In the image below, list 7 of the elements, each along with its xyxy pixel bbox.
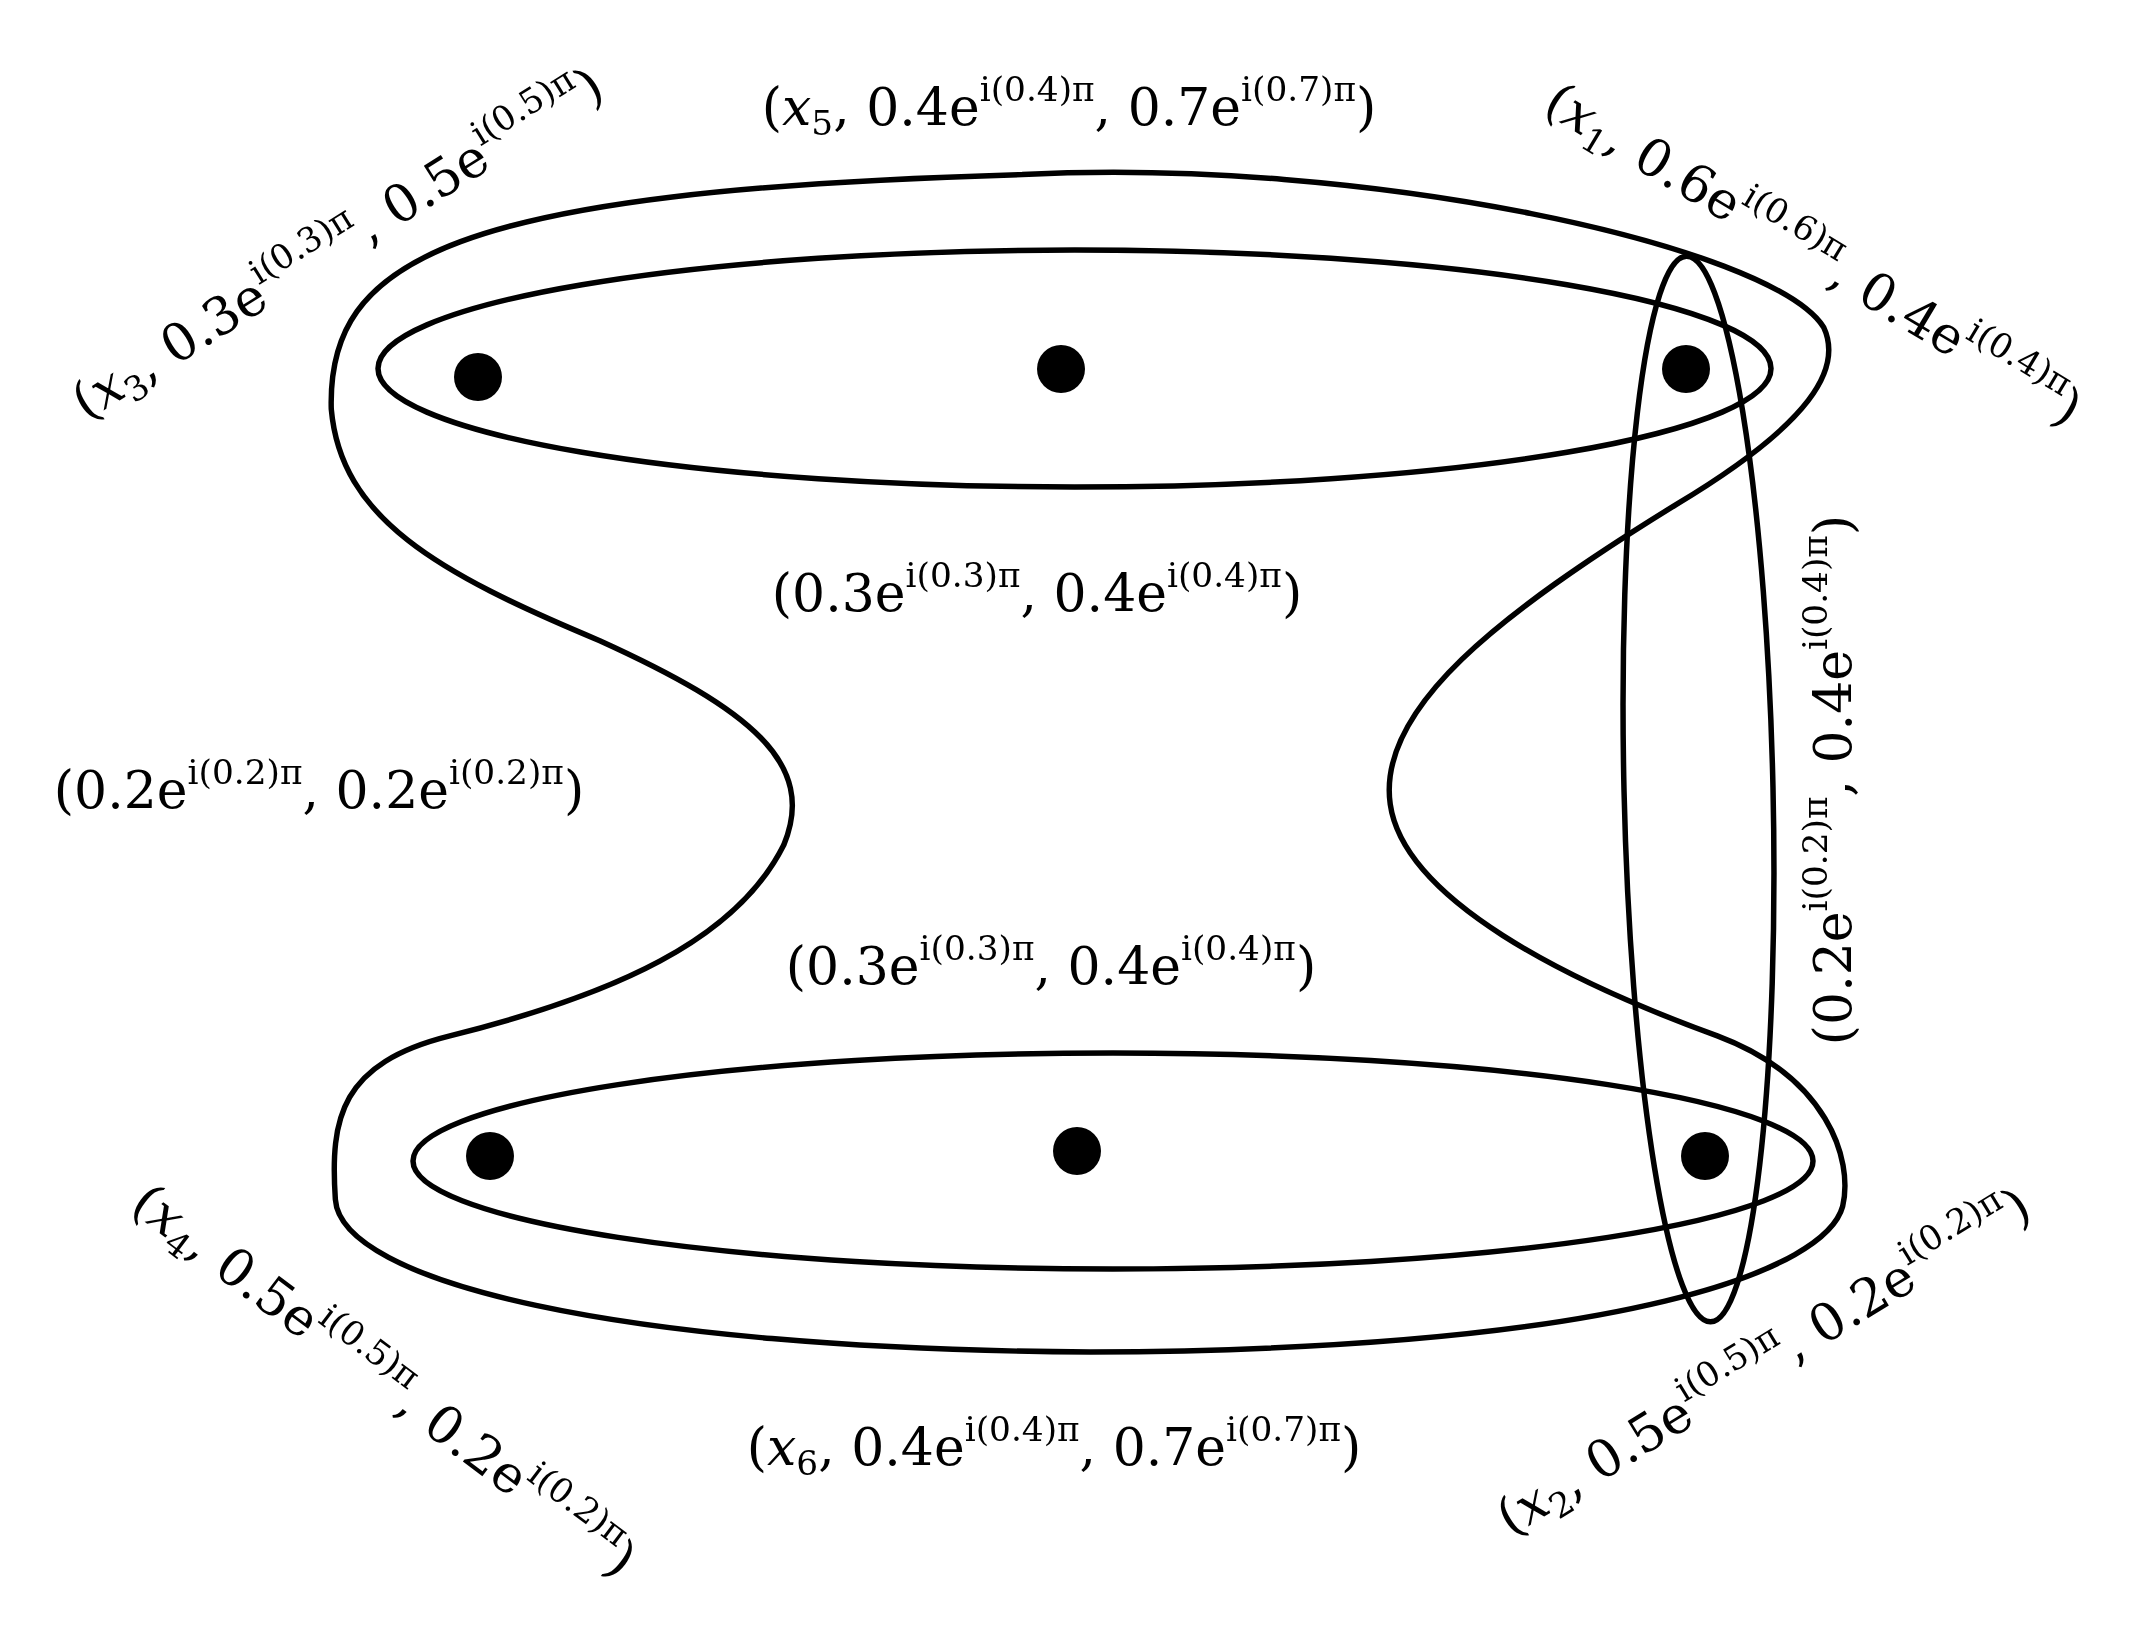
vertex-label: (x$_{6}$, 0.4e$^{i(0.4)π}$, 0.7e$^{i(0.7)π}$)	[745, 1407, 1363, 1485]
hyperedge-label: (0.2e$^{i(0.2)π}$, 0.2e$^{i(0.2)π}$)	[52, 750, 586, 822]
hyperedge-label: (0.3e$^{i(0.3)π}$, 0.4e$^{i(0.4)π}$)	[770, 553, 1304, 625]
vertex-dot	[1681, 1132, 1729, 1180]
hyperedge-label: (0.3e$^{i(0.3)π}$, 0.4e$^{i(0.4)π}$)	[784, 926, 1318, 998]
vertex-dot	[1662, 345, 1710, 393]
vertex-label: (x$_{5}$, 0.4e$^{i(0.4)π}$, 0.7e$^{i(0.7)π}$)	[760, 67, 1378, 145]
